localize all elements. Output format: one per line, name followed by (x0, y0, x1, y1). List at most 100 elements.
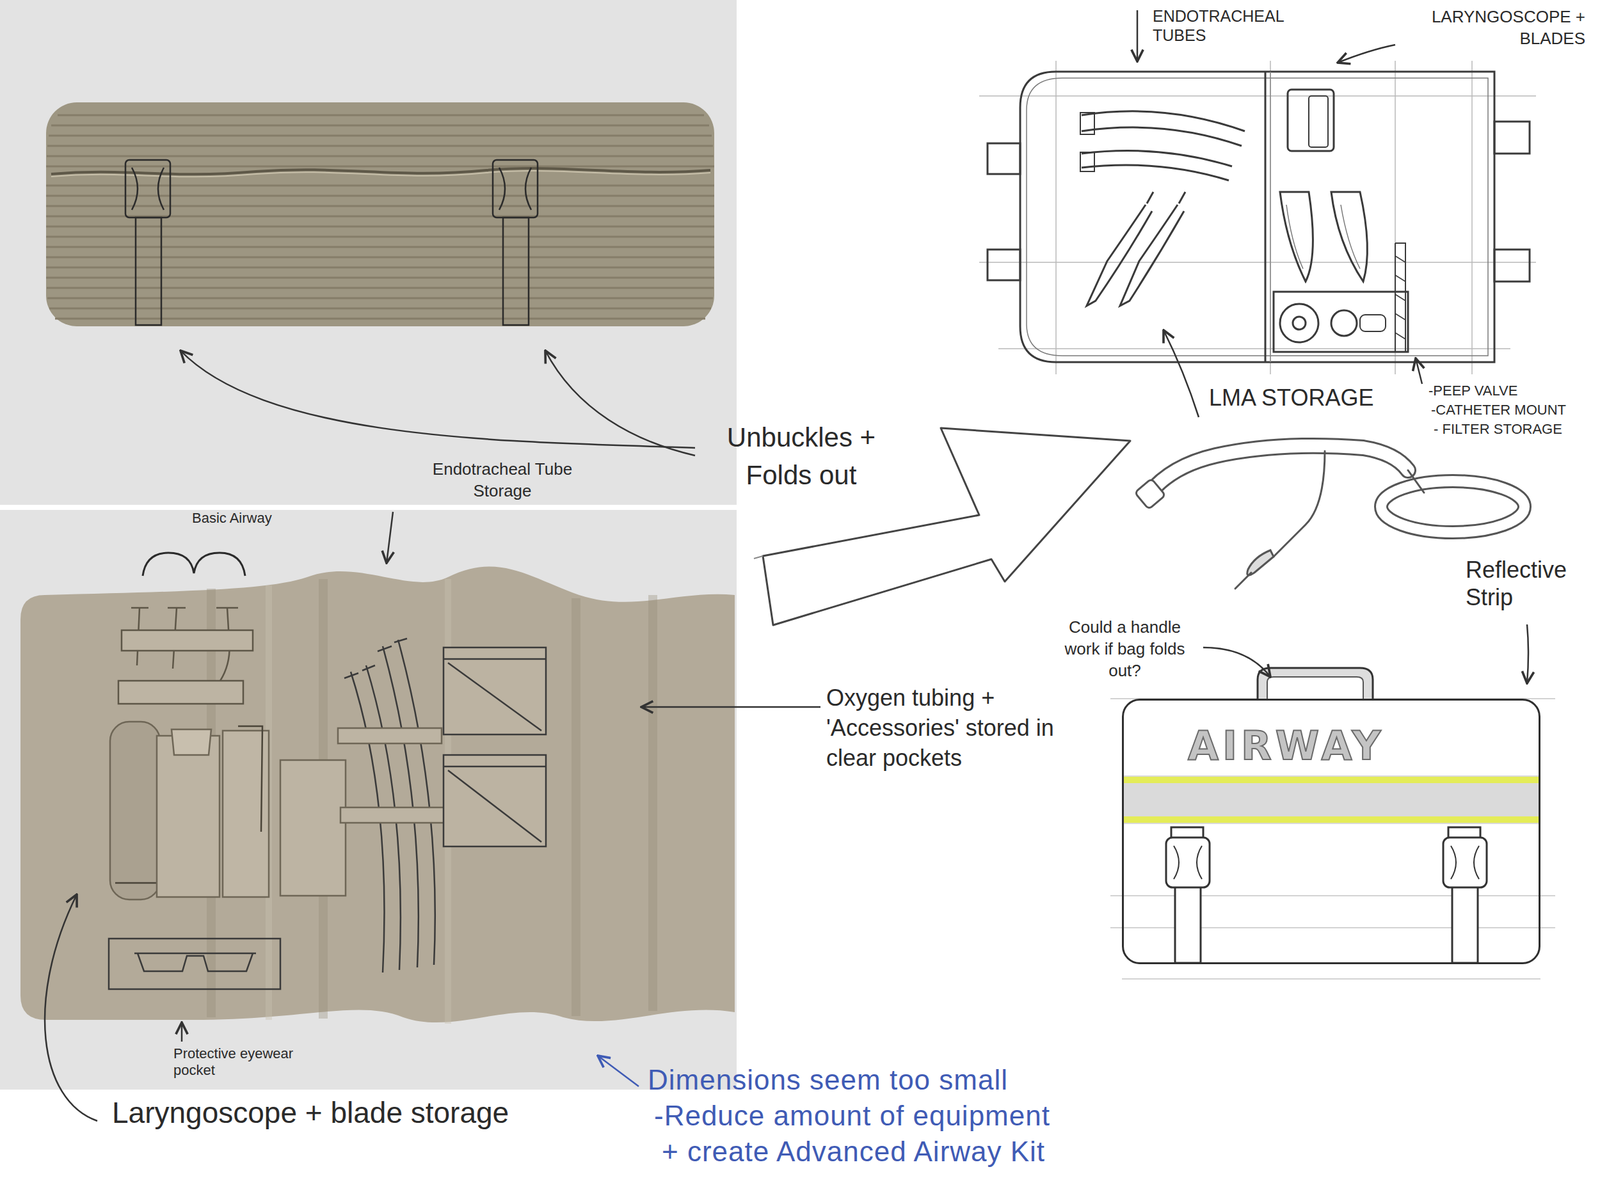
sketch-label: -PEEP VALVE (1428, 382, 1518, 400)
sketch-label: - FILTER STORAGE (1433, 421, 1563, 438)
open-case-sketch (1331, 310, 1357, 336)
lma-sketch (1273, 451, 1325, 557)
laryngoscope-pockets (171, 729, 212, 756)
rolled-case (46, 205, 715, 208)
rolled-case (46, 246, 715, 249)
rolled-case (47, 297, 713, 300)
sketch-label: LARYNGOSCOPE + BLADES (1402, 6, 1586, 50)
leader-arrow (1136, 10, 1139, 62)
rolled-case (46, 155, 714, 158)
bag-sketch (1123, 775, 1539, 825)
laryngoscope-pockets (110, 721, 160, 900)
photo-panel (0, 0, 737, 505)
open-case-sketch (1280, 192, 1313, 282)
clear-pockets (443, 647, 546, 847)
unfolded-case (571, 598, 581, 1017)
review-note: + create Advanced Airway Kit (661, 1135, 1046, 1170)
rolled-case (46, 225, 715, 228)
leader-arrow (1203, 647, 1271, 678)
unfolded-case (20, 566, 735, 1024)
bag-sketch (1121, 978, 1541, 980)
photo-panel (0, 510, 737, 1090)
lma-sketch (1247, 550, 1274, 576)
fold-out-arrow (753, 428, 1131, 626)
clear-pockets (443, 755, 546, 847)
note-arrow (597, 1056, 639, 1087)
fold-out-arrow (753, 556, 763, 559)
eyewear-pocket (134, 953, 256, 972)
rolled-case (46, 102, 715, 327)
open-case-sketch (979, 261, 1536, 264)
open-case-sketch (1146, 192, 1186, 204)
open-case-sketch (1020, 71, 1495, 363)
annotation-text: Basic Airway (192, 510, 272, 527)
leader-arrow (1415, 358, 1423, 384)
laryngoscope-pockets (238, 726, 263, 832)
open-case-sketch (1280, 304, 1319, 343)
rolled-case (49, 307, 712, 310)
rolled-case (46, 184, 715, 187)
fold-out-arrow (762, 428, 1131, 626)
clear-pockets (443, 658, 546, 661)
tube-pockets (340, 807, 445, 824)
tube-pockets (337, 728, 442, 744)
bag-sketch (1267, 677, 1364, 701)
tube-pockets (398, 640, 436, 966)
strap-sketch (499, 167, 532, 210)
open-case-sketch (1080, 112, 1095, 135)
rolled-case (57, 114, 704, 117)
open-case-sketch (1471, 60, 1473, 375)
rolled-case (47, 145, 713, 148)
bag-sketch (1452, 886, 1478, 964)
rolled-case (55, 318, 706, 320)
open-case-sketch (1494, 121, 1530, 154)
bag-sketch (1166, 827, 1487, 964)
annotation-text: Could a handle work if bag folds out? (1056, 616, 1194, 682)
leader-arrow (180, 350, 696, 448)
leader-arrow (386, 512, 393, 564)
bag-sketch (1166, 837, 1210, 888)
open-case-sketch (1292, 316, 1306, 330)
open-case-sketch (1269, 71, 1272, 363)
leader-arrow (545, 350, 696, 456)
annotation-text: Unbuckles + Folds out (698, 419, 904, 495)
leader-arrow (1337, 44, 1396, 63)
open-case-sketch (1055, 60, 1057, 375)
annotation-text: Laryngoscope + blade storage (112, 1095, 509, 1131)
annotation-text: Protective eyewear pocket (173, 1045, 328, 1080)
open-case-sketch (1026, 78, 1488, 356)
photo-panel (0, 0, 737, 1090)
strap-sketch (503, 217, 529, 326)
open-case-sketch (1360, 314, 1386, 332)
clear-pockets (448, 663, 542, 731)
open-case-sketch (1081, 111, 1245, 146)
open-case-sketch (1395, 243, 1406, 352)
strap-sketch (492, 160, 538, 218)
bag-sketch (1175, 886, 1201, 964)
laryngoscope-pockets (115, 882, 157, 885)
lma-sketch (1235, 572, 1252, 589)
laryngoscope-pockets (280, 760, 346, 896)
open-case-sketch (979, 60, 1536, 375)
open-case-sketch (987, 249, 1021, 281)
bag-body: AIRWAY (1121, 698, 1541, 965)
basic-airway-pockets (118, 680, 244, 704)
note-arrow (597, 1056, 639, 1087)
review-note: Dimensions seem too small (647, 1063, 1008, 1098)
laryngoscope-pockets (110, 721, 346, 900)
laryngoscope-pockets (156, 736, 220, 898)
leader-arrow (641, 706, 821, 709)
open-case-sketch (1286, 204, 1360, 269)
strap-sketch (125, 160, 171, 218)
sketch-label: -CATHETER MOUNT (1431, 401, 1567, 419)
bag-sketch (1443, 837, 1487, 888)
open-case-sketch (1308, 96, 1328, 148)
open-case-sketch (1269, 60, 1272, 375)
open-case-sketch (979, 60, 1536, 375)
lma-sketch (1381, 481, 1525, 533)
bag-sketch (1110, 668, 1556, 980)
clear-pockets (448, 770, 542, 843)
annotation-text: Reflective Strip (1465, 556, 1594, 612)
open-case-sketch (1264, 71, 1267, 363)
